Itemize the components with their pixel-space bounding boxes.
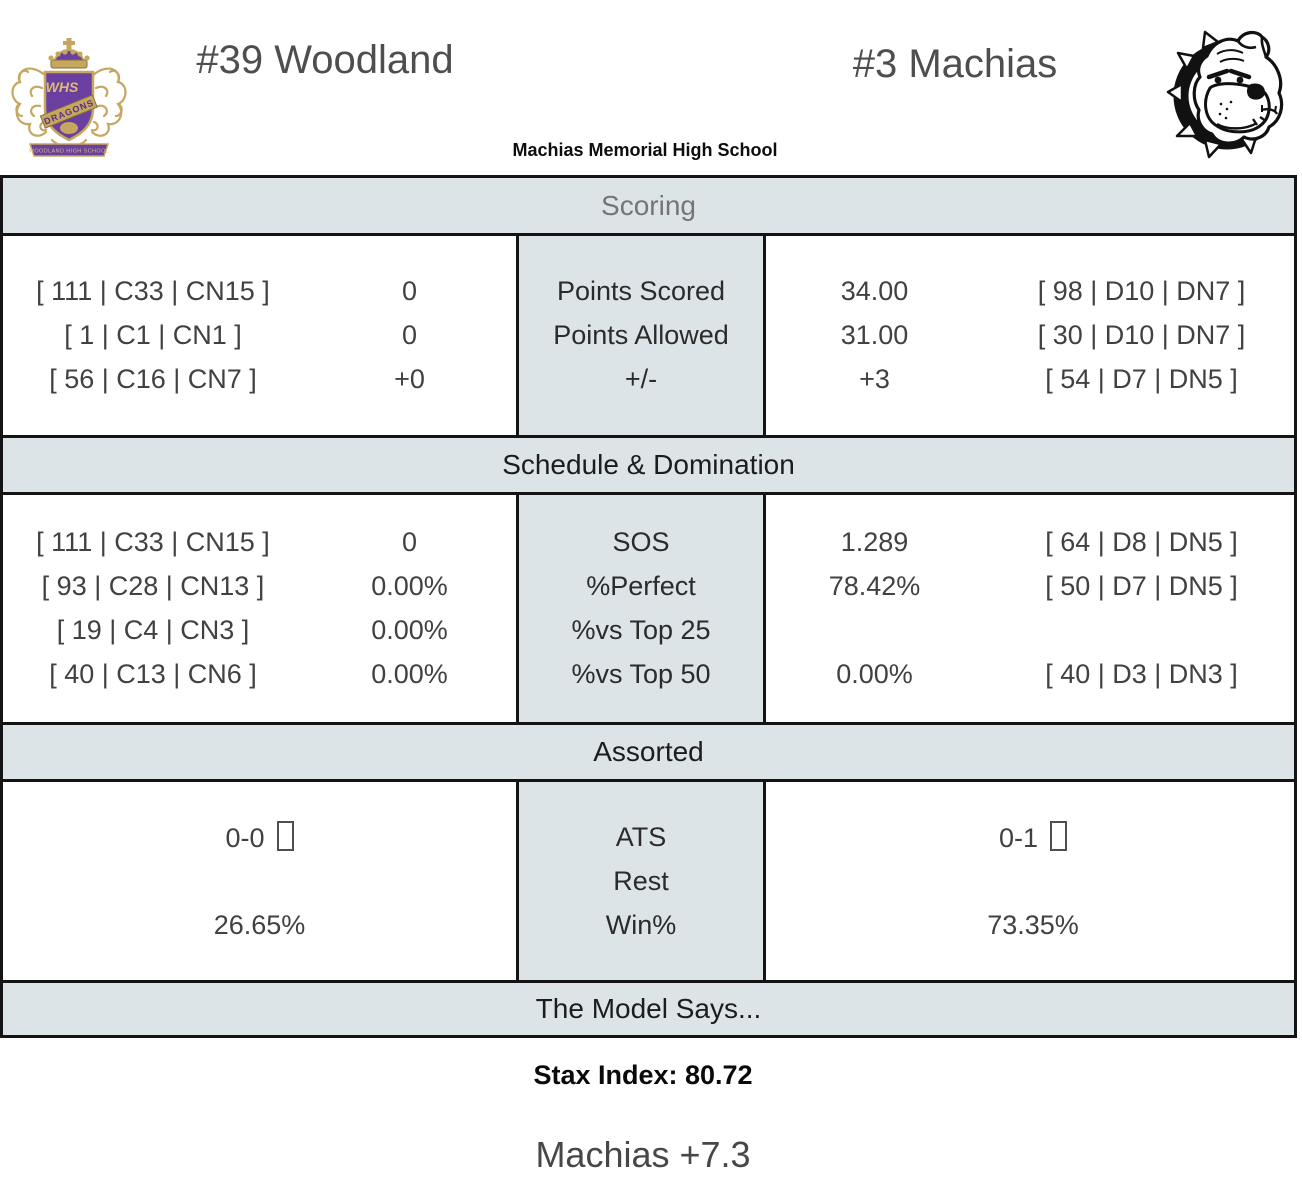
schedule-data-area: [ 111 | C33 | CN15 ] 0 SOS 1.289 [ 64 | …	[0, 495, 1297, 722]
section-title: The Model Says...	[535, 993, 762, 1024]
section-bar-scoring: Scoring	[0, 175, 1297, 236]
right-rank-bracket: [ 50 | D7 | DN5 ]	[1045, 571, 1238, 601]
machias-bulldog-logo	[1166, 30, 1284, 159]
model-prediction: Machias +7.3	[535, 1134, 751, 1175]
stax-index: Stax Index: 80.72	[533, 1060, 753, 1090]
section-title: Assorted	[593, 736, 704, 767]
right-team-title: #3 Machias	[852, 42, 1058, 86]
left-value: 26.65%	[213, 909, 306, 940]
right-rank-bracket: [ 30 | D10 | DN7 ]	[1037, 320, 1246, 350]
assorted-data-area: 0-0 ATS 0-1 Rest 26.65% Win% 73.35%	[0, 782, 1297, 980]
table-row: [ 19 | C4 | CN3 ] 0.00% %vs Top 25	[3, 609, 1294, 653]
table-row: Rest	[3, 859, 1294, 903]
left-rank-bracket: [ 1 | C1 | CN1 ]	[64, 320, 242, 350]
stat-label: %Perfect	[586, 571, 696, 601]
section-title: Scoring	[601, 189, 696, 221]
center-column	[516, 236, 766, 435]
scoring-data-area: [ 111 | C33 | CN15 ] 0 Points Scored 34.…	[0, 236, 1297, 435]
right-value: 73.35%	[987, 909, 1079, 940]
center-column	[516, 495, 766, 722]
table-row: [ 1 | C1 | CN1 ] 0 Points Allowed 31.00 …	[3, 314, 1294, 358]
left-team-title: #39 Woodland	[196, 38, 454, 82]
table-row: 26.65% Win% 73.35%	[3, 903, 1294, 947]
left-value: 0	[401, 276, 418, 306]
center-column	[516, 782, 766, 980]
table-row: 0-0 ATS 0-1	[3, 815, 1294, 859]
missing-glyph-box	[1050, 820, 1068, 851]
left-value: 0.00%	[371, 659, 448, 689]
left-value: +0	[394, 364, 425, 394]
right-rank-bracket: [ 98 | D10 | DN7 ]	[1037, 276, 1246, 306]
right-rank-bracket: [ 40 | D3 | DN3 ]	[1045, 659, 1238, 689]
stat-label: ATS	[615, 821, 667, 852]
stat-label: SOS	[612, 527, 670, 557]
table-row: [ 56 | C16 | CN7 ] +0 +/- +3 [ 54 | D7 |…	[3, 358, 1294, 402]
stat-label: +/-	[624, 364, 658, 394]
right-value: 0-1	[766, 820, 1300, 854]
stat-label: Win%	[605, 909, 677, 940]
left-value: 0-0	[3, 820, 516, 854]
section-bar-model: The Model Says...	[0, 980, 1297, 1038]
left-rank-bracket: [ 93 | C28 | CN13 ]	[41, 571, 265, 601]
svg-text:WOODLAND HIGH SCHOOL: WOODLAND HIGH SCHOOL	[29, 149, 109, 155]
section-bar-schedule: Schedule & Domination	[0, 435, 1297, 495]
right-value: 31.00	[840, 320, 909, 350]
stat-label: Rest	[613, 865, 669, 896]
left-value: 0.00%	[371, 615, 448, 645]
right-value: 1.289	[840, 527, 909, 557]
right-value: 0.00%	[836, 659, 913, 689]
missing-glyph-box	[276, 820, 294, 851]
stat-label: %vs Top 25	[571, 615, 711, 645]
right-rank-bracket: [ 64 | D8 | DN5 ]	[1045, 527, 1238, 557]
table-row: [ 111 | C33 | CN15 ] 0 Points Scored 34.…	[3, 270, 1294, 314]
right-rank-bracket: [ 54 | D7 | DN5 ]	[1045, 364, 1238, 394]
woodland-crest-logo: WHS DRAGONS WOODLAND HIGH SCHOOL	[11, 38, 127, 157]
left-rank-bracket: [ 56 | C16 | CN7 ]	[49, 364, 257, 394]
table-row: [ 93 | C28 | CN13 ] 0.00% %Perfect 78.42…	[3, 565, 1294, 609]
right-value: 78.42%	[828, 571, 921, 601]
stat-label: %vs Top 50	[571, 659, 711, 689]
section-bar-assorted: Assorted	[0, 722, 1297, 782]
left-value: 0	[401, 527, 418, 557]
stat-label: Points Allowed	[553, 320, 729, 350]
svg-text:WHS: WHS	[46, 79, 79, 95]
right-value: +3	[859, 364, 890, 394]
left-rank-bracket: [ 111 | C33 | CN15 ]	[36, 276, 270, 306]
section-title: Schedule & Domination	[502, 449, 795, 480]
left-rank-bracket: [ 19 | C4 | CN3 ]	[56, 615, 250, 645]
left-rank-bracket: [ 111 | C33 | CN15 ]	[36, 527, 270, 557]
table-row: [ 111 | C33 | CN15 ] 0 SOS 1.289 [ 64 | …	[3, 521, 1294, 565]
school-subtitle: Machias Memorial High School	[512, 140, 778, 160]
left-value: 0.00%	[371, 571, 448, 601]
left-rank-bracket: [ 40 | C13 | CN6 ]	[49, 659, 257, 689]
right-value: 34.00	[840, 276, 909, 306]
table-row: [ 40 | C13 | CN6 ] 0.00% %vs Top 50 0.00…	[3, 653, 1294, 697]
stat-label: Points Scored	[556, 276, 726, 306]
left-value: 0	[401, 320, 418, 350]
